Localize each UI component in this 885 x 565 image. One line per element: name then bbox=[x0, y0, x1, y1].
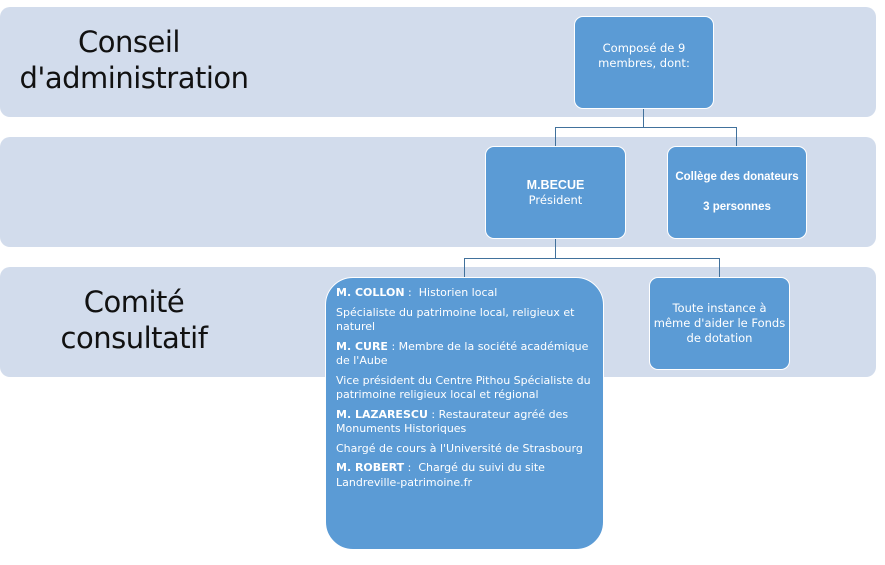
node-committee-members: M. COLLON : Historien local Spécialiste … bbox=[325, 277, 604, 550]
band-label-line: Conseil bbox=[78, 25, 180, 59]
node-text: Toute instance à bbox=[672, 301, 767, 315]
connector bbox=[555, 127, 556, 147]
band-label-line: Comité bbox=[83, 285, 185, 319]
member-desc: Restaurateur agréé des Monuments Histori… bbox=[336, 407, 569, 436]
band-label-board: Conseil d'administration bbox=[0, 24, 268, 96]
separator: : bbox=[404, 286, 419, 299]
committee-entry: M. CURE : Membre de la société académiqu… bbox=[336, 340, 593, 369]
node-other-instance: Toute instance à même d'aider le Fonds d… bbox=[649, 277, 790, 370]
connector bbox=[643, 108, 644, 127]
committee-entry: Spécialiste du patrimoine local, religie… bbox=[336, 305, 575, 334]
separator: : bbox=[404, 461, 419, 474]
committee-entry: M. LAZARESCU : Restaurateur agréé des Mo… bbox=[336, 408, 593, 437]
donors-count: 3 personnes bbox=[703, 201, 771, 213]
node-text: Composé de 9 bbox=[602, 40, 686, 55]
separator: : bbox=[427, 407, 439, 421]
node-text: même d'aider le Fonds bbox=[653, 316, 786, 330]
node-president: M.BECUE Président bbox=[485, 146, 626, 239]
committee-entry: Chargé de cours à l'Université de Strasb… bbox=[336, 441, 583, 455]
node-text: membres, dont: bbox=[598, 55, 690, 70]
connector bbox=[555, 127, 737, 128]
band-label-line: d'administration bbox=[19, 61, 249, 95]
member-desc: Historien local bbox=[418, 286, 498, 299]
committee-entry: M. ROBERT : Chargé du suivi du site Land… bbox=[336, 461, 593, 490]
member-name: M. ROBERT bbox=[336, 461, 405, 474]
president-role: Président bbox=[528, 192, 583, 207]
connector bbox=[555, 237, 556, 258]
member-name: M. CURE bbox=[336, 339, 388, 353]
band-board bbox=[0, 7, 876, 117]
connector bbox=[736, 127, 737, 147]
separator: : bbox=[387, 339, 399, 353]
president-name: M.BECUE bbox=[526, 177, 585, 192]
connector bbox=[719, 258, 720, 279]
member-desc: Chargé du suivi du site Landreville-patr… bbox=[336, 461, 545, 489]
committee-entry: M. COLLON : Historien local bbox=[336, 286, 593, 301]
band-label-committee: Comité consultatif bbox=[0, 284, 268, 356]
member-desc: Membre de la société académique de l'Aub… bbox=[336, 339, 589, 368]
connector bbox=[464, 258, 720, 259]
donors-title: Collège des donateurs bbox=[675, 171, 799, 183]
band-label-line: consultatif bbox=[60, 321, 208, 355]
node-board-composition: Composé de 9 membres, dont: bbox=[574, 16, 714, 109]
connector bbox=[464, 258, 465, 278]
member-name: M. LAZARESCU bbox=[336, 407, 428, 421]
node-donors-college: Collège des donateurs 3 personnes bbox=[667, 146, 807, 239]
committee-entry: Vice président du Centre Pithou Spéciali… bbox=[336, 373, 591, 402]
member-name: M. COLLON bbox=[336, 286, 405, 299]
node-text: de dotation bbox=[686, 331, 753, 345]
